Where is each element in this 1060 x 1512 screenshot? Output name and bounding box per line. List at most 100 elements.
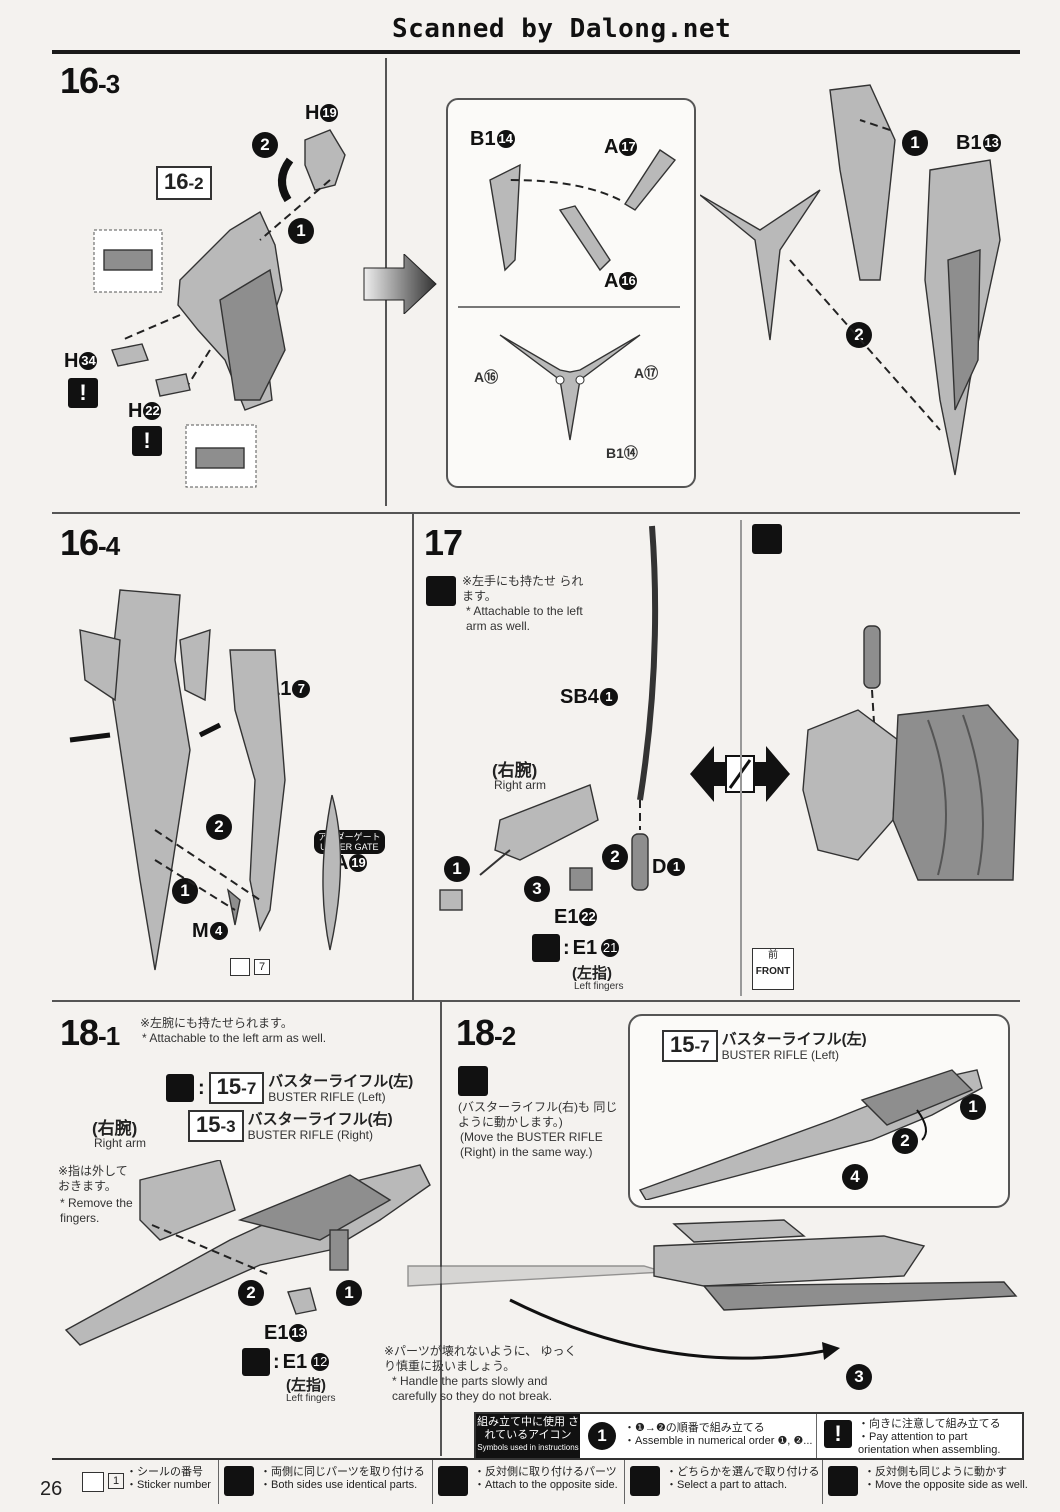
right-arm-en: Right arm [494, 778, 547, 792]
beam-saber-illustration [439, 525, 659, 911]
left-fingers-en: Left fingers [286, 1393, 336, 1404]
reference-step-box: 16-2 [156, 166, 212, 200]
flow-arrow-icon [363, 254, 437, 314]
reference-left-rifle: 15-7 バスターライフル(左) BUSTER RIFLE (Left) [662, 1030, 867, 1062]
step-title: 16-3 [60, 60, 120, 101]
sequence-badge: 1 [172, 878, 198, 904]
right-arm-jp: (右腕) [492, 761, 538, 780]
move-note-en: (Move the BUSTER RIFLE (Right) in the sa… [460, 1130, 603, 1159]
step-title: 17 [424, 522, 463, 563]
front-indicator: 前 FRONT [752, 948, 794, 990]
header-rule [52, 50, 1020, 54]
numerical-order-icon: 1 [588, 1422, 616, 1450]
legend-sticker: ・シールの番号・Sticker number [126, 1466, 211, 1491]
icon-legend-bottom: 1 ・シールの番号・Sticker number ・両側に同じパーツを取り付ける… [52, 1458, 1028, 1504]
sequence-badge: 1 [444, 856, 470, 882]
sequence-badge: 2 [602, 844, 628, 870]
inset-label-a17: A⑰ [634, 365, 659, 381]
move-opposite-side-icon [458, 1066, 488, 1096]
icon-legend-top: 組み立て中に使用 されているアイコン Symbols used in instr… [474, 1412, 1024, 1460]
finger-note-en: * Remove the fingers. [60, 1196, 133, 1225]
backpack-illustration [700, 84, 1001, 476]
step-title: 16-4 [60, 522, 120, 563]
gundam-holding-saber-illustration [802, 625, 1019, 881]
divider [52, 1000, 1020, 1002]
sequence-badge: 1 [902, 130, 928, 156]
legend-opposite-side: ・反対側に取り付けるパーツ・Attach to the opposite sid… [474, 1466, 618, 1491]
sequence-badge: 1 [336, 1280, 362, 1306]
caution-note-en: * Handle the parts slowly and carefully … [392, 1374, 553, 1403]
sticker-ref: 7 [230, 958, 270, 976]
both-sides-icon [224, 1466, 254, 1496]
sticker-number: 7 [254, 959, 270, 975]
rifle-detail-illustration [638, 1069, 983, 1200]
scan-credit: Scanned by Dalong.net [392, 14, 732, 44]
wing-illustration [489, 149, 677, 441]
legend-select-part: ・どちらかを選んで取り付ける・Select a part to attach. [666, 1466, 820, 1491]
assembly-illustration-16-3 [93, 129, 346, 488]
sequence-badge: 4 [842, 1164, 868, 1190]
select-part-icon [630, 1466, 660, 1496]
sequence-badge: 2 [892, 1128, 918, 1154]
rifle-assembly-illustration [64, 1160, 431, 1346]
right-arm-jp: (右腕) [92, 1119, 138, 1138]
legend-orientation: ・向きに注意して組み立てる・Pay attention to part orie… [858, 1418, 1001, 1456]
legend-move-opposite: ・反対側も同じように動かす・Move the opposite side as … [864, 1466, 1028, 1491]
opposite-side-icon [532, 934, 560, 962]
both-sides-icon [426, 576, 456, 606]
sequence-badge: 2 [252, 132, 278, 158]
divider [440, 1002, 442, 1456]
move-opposite-side-icon [828, 1466, 858, 1496]
sequence-badge: 2 [238, 1280, 264, 1306]
left-fingers-jp: (左指) [572, 965, 612, 982]
legend-numerical: ・❶→❷の順番で組み立てる・Assemble in numerical orde… [624, 1422, 813, 1447]
divider [52, 512, 1020, 514]
divider [740, 520, 742, 996]
inset-label-b1-14: B1⑭ [606, 445, 638, 461]
sequence-badge: 3 [524, 876, 550, 902]
caution-note-jp: ※パーツが壊れないように、 ゆっくり慎重に扱いましょう。 [384, 1344, 577, 1373]
left-fingers-en: Left fingers [574, 981, 624, 992]
orientation-warning-icon: ! [824, 1420, 852, 1448]
divider [458, 306, 680, 308]
legend-title: 組み立て中に使用 されているアイコン Symbols used in instr… [476, 1414, 580, 1458]
step-title: 18-1 [60, 1012, 120, 1053]
sticker-icon [230, 958, 250, 976]
reference-left-rifle: : 15-7 バスターライフル(左) BUSTER RIFLE (Left) [166, 1072, 413, 1104]
finger-note-jp: ※指は外して おきます。 [58, 1164, 128, 1193]
move-note-jp: (バスターライフル(右)も 同じように動かします。) [458, 1100, 618, 1129]
attach-note-en: * Attachable to the left arm as well. [466, 604, 583, 633]
sticker-icon [82, 1472, 104, 1492]
step-title: 18-2 [456, 1012, 516, 1053]
opposite-side-icon [438, 1466, 468, 1496]
attach-note-en: * Attachable to the left arm as well. [142, 1031, 327, 1045]
sequence-badge: 2 [846, 322, 872, 348]
attach-note-jp: ※左手にも持たせ られます。 [462, 574, 584, 603]
right-arm-en: Right arm [94, 1136, 147, 1150]
page-number: 26 [40, 1478, 63, 1500]
opposite-side-icon [166, 1074, 194, 1102]
rifle-fold-illustration [407, 1219, 1018, 1311]
orientation-warning-icon: ! [68, 378, 98, 408]
legend-both-sides: ・両側に同じパーツを取り付ける・Both sides use identical… [260, 1466, 425, 1491]
divider [412, 514, 414, 1002]
sticker-number: 1 [108, 1473, 124, 1489]
sequence-badge: 1 [288, 218, 314, 244]
orientation-warning-icon: ! [132, 426, 162, 456]
inset-label-a16: A⑯ [474, 369, 499, 385]
attach-note-jp: ※左腕にも持たせられます。 [140, 1016, 293, 1030]
opposite-side-icon [242, 1348, 270, 1376]
